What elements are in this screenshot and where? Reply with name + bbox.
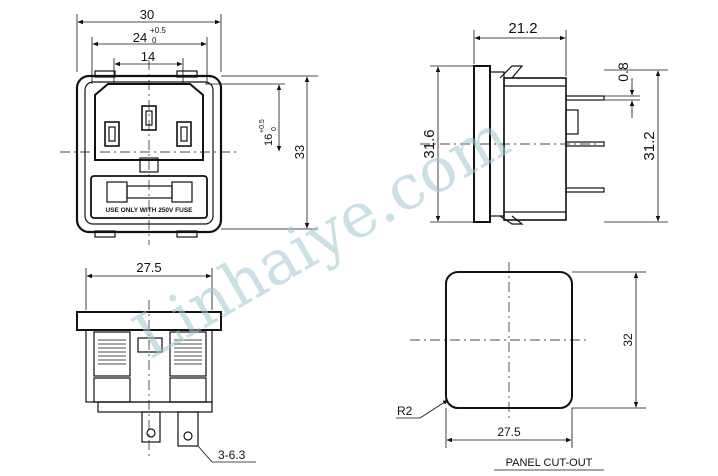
cutout-title: PANEL CUT-OUT [506,457,593,469]
side-view [420,30,668,225]
dim-31-6-label: 31.6 [421,129,438,158]
pin-left [104,121,120,147]
fuse-holder-left [106,181,128,203]
pin-right-inner [180,126,188,142]
terminal-tab-right [177,411,199,447]
dim-16-label: 16 [263,134,275,146]
dim-0-8-label: 0.8 [615,62,631,82]
terminal-bottom [565,187,605,193]
dim-24-label: 24 [133,30,147,45]
fuse-body [126,185,173,199]
front-top-tab-right [176,70,198,78]
panel-cutout-view [396,262,646,471]
side-body [503,77,567,221]
front-bottom-tab-right [176,230,198,238]
bottom-center-window [137,337,163,353]
dim-24-tol-lower: 0 [152,36,157,45]
dim-16-tol-lower: 0 [271,127,278,131]
inlet-socket-outline [94,83,204,161]
terminal-top [565,95,605,101]
bottom-terminal-base [97,401,213,413]
front-bottom-tab-left [94,230,116,238]
fuse-warning-label: USE ONLY WITH 250V FUSE [105,207,193,214]
leader-r2 [419,399,449,419]
bottom-clip-left-base [93,377,131,403]
pin-right [176,121,192,147]
pin-left-inner [108,126,116,142]
dim-32-label: 32 [621,333,635,347]
bottom-view [76,268,256,463]
dim-21-2-label: 21.2 [508,20,537,37]
center-latch [139,157,159,173]
dim-r2-label: R2 [397,404,413,418]
dim-31-2-label: 31.2 [641,131,658,160]
side-latch-top [499,65,524,79]
dim-16-tol-upper: +0.5 [259,119,266,133]
dim-27-5-cutout-label: 27.5 [497,425,521,439]
terminal-tab-left [141,411,161,443]
fuse-holder-right [171,181,193,203]
front-view [60,14,318,245]
dim-24-tol-upper: +0.5 [150,26,166,35]
dim-30-label: 30 [140,7,154,22]
terminal-mid-block [565,109,579,135]
bottom-clip-right [169,331,207,377]
front-top-tab-left [94,70,116,78]
bottom-clip-left [93,331,131,377]
dim-33-label: 33 [292,145,307,159]
bottom-clip-right-base [169,377,207,403]
dim-3-6-3-label: 3-6.3 [218,448,246,462]
dim-27-5-bottom-label: 27.5 [136,260,161,275]
dim-14-label: 14 [141,49,155,64]
side-latch-bottom [499,215,524,225]
